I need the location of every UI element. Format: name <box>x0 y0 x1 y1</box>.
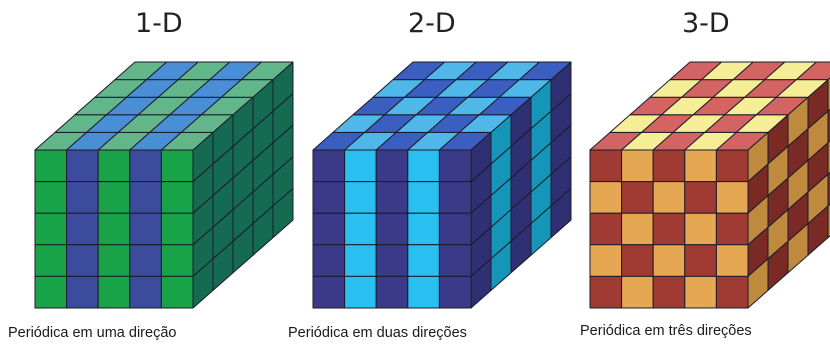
front-face-cell <box>344 275 377 309</box>
front-face-cell <box>34 275 68 309</box>
front-face-cell <box>97 275 131 309</box>
front-face-cell <box>589 212 623 246</box>
front-face-cell <box>407 181 440 214</box>
front-face-cell <box>97 181 131 214</box>
front-face-cell <box>312 212 346 246</box>
front-face-cell <box>375 181 409 214</box>
caption-2d: Periódica em duas direções <box>288 325 467 341</box>
front-face-cell <box>652 212 686 246</box>
front-face-cell <box>589 275 623 309</box>
front-face-cell <box>621 244 654 277</box>
front-face-cell <box>375 275 409 309</box>
front-face-cell <box>407 244 440 277</box>
front-face-cell <box>97 149 131 183</box>
front-face-cell <box>589 149 623 183</box>
front-face-cell <box>160 149 194 183</box>
front-face-cell <box>344 244 377 277</box>
front-face-cell <box>160 181 194 214</box>
front-face-cell <box>34 181 68 214</box>
front-face-cell <box>621 275 654 309</box>
front-face-cell <box>438 244 472 277</box>
front-face-cell <box>407 212 440 246</box>
front-face-cell <box>407 275 440 309</box>
front-face-cell <box>129 149 162 183</box>
side-face-cell <box>272 187 294 239</box>
front-face-cell <box>66 244 99 277</box>
front-face-cell <box>715 244 749 277</box>
front-face-cell <box>684 181 717 214</box>
front-face-cell <box>621 181 654 214</box>
side-face-cell <box>550 187 572 239</box>
front-face-cell <box>652 149 686 183</box>
front-face-cell <box>312 275 346 309</box>
front-face-cell <box>375 212 409 246</box>
front-face-cell <box>344 212 377 246</box>
front-face-cell <box>715 149 749 183</box>
front-face-cell <box>715 212 749 246</box>
caption-3d: Periódica em três direções <box>580 323 752 339</box>
caption-1d: Periódica em uma direção <box>8 325 177 341</box>
front-face-cell <box>344 181 377 214</box>
front-face-cell <box>34 244 68 277</box>
front-face-cell <box>160 212 194 246</box>
front-face-cell <box>129 275 162 309</box>
front-face-cell <box>589 244 623 277</box>
cube-3d <box>589 61 830 309</box>
front-face-cell <box>97 244 131 277</box>
front-face-cell <box>160 244 194 277</box>
front-face-cell <box>621 149 654 183</box>
front-face-cell <box>589 181 623 214</box>
front-face-cell <box>438 275 472 309</box>
title-1d: 1-D <box>135 8 183 39</box>
front-face-cell <box>66 149 99 183</box>
title-3d: 3-D <box>682 8 730 39</box>
front-face-cell <box>129 212 162 246</box>
front-face-cell <box>97 212 131 246</box>
front-face-cell <box>684 244 717 277</box>
cube-1d <box>34 61 294 309</box>
top-face-cell <box>518 61 572 81</box>
top-face-cell <box>240 61 294 81</box>
front-face-cell <box>66 275 99 309</box>
front-face-cell <box>438 181 472 214</box>
front-face-cell <box>652 244 686 277</box>
front-face-cell <box>621 212 654 246</box>
cube-2d <box>312 61 572 309</box>
front-face-cell <box>312 244 346 277</box>
front-face-cell <box>66 212 99 246</box>
front-face-cell <box>129 244 162 277</box>
front-face-cell <box>684 149 717 183</box>
front-face-cell <box>715 181 749 214</box>
front-face-cell <box>652 181 686 214</box>
front-face-cell <box>715 275 749 309</box>
title-2d: 2-D <box>408 8 456 39</box>
front-face-cell <box>438 212 472 246</box>
front-face-cell <box>375 149 409 183</box>
front-face-cell <box>684 212 717 246</box>
top-face-cell <box>795 61 830 81</box>
front-face-cell <box>312 181 346 214</box>
front-face-cell <box>129 181 162 214</box>
front-face-cell <box>312 149 346 183</box>
front-face-cell <box>344 149 377 183</box>
front-face-cell <box>438 149 472 183</box>
front-face-cell <box>407 149 440 183</box>
front-face-cell <box>652 275 686 309</box>
front-face-cell <box>375 244 409 277</box>
front-face-cell <box>34 212 68 246</box>
front-face-cell <box>160 275 194 309</box>
front-face-cell <box>684 275 717 309</box>
front-face-cell <box>34 149 68 183</box>
front-face-cell <box>66 181 99 214</box>
